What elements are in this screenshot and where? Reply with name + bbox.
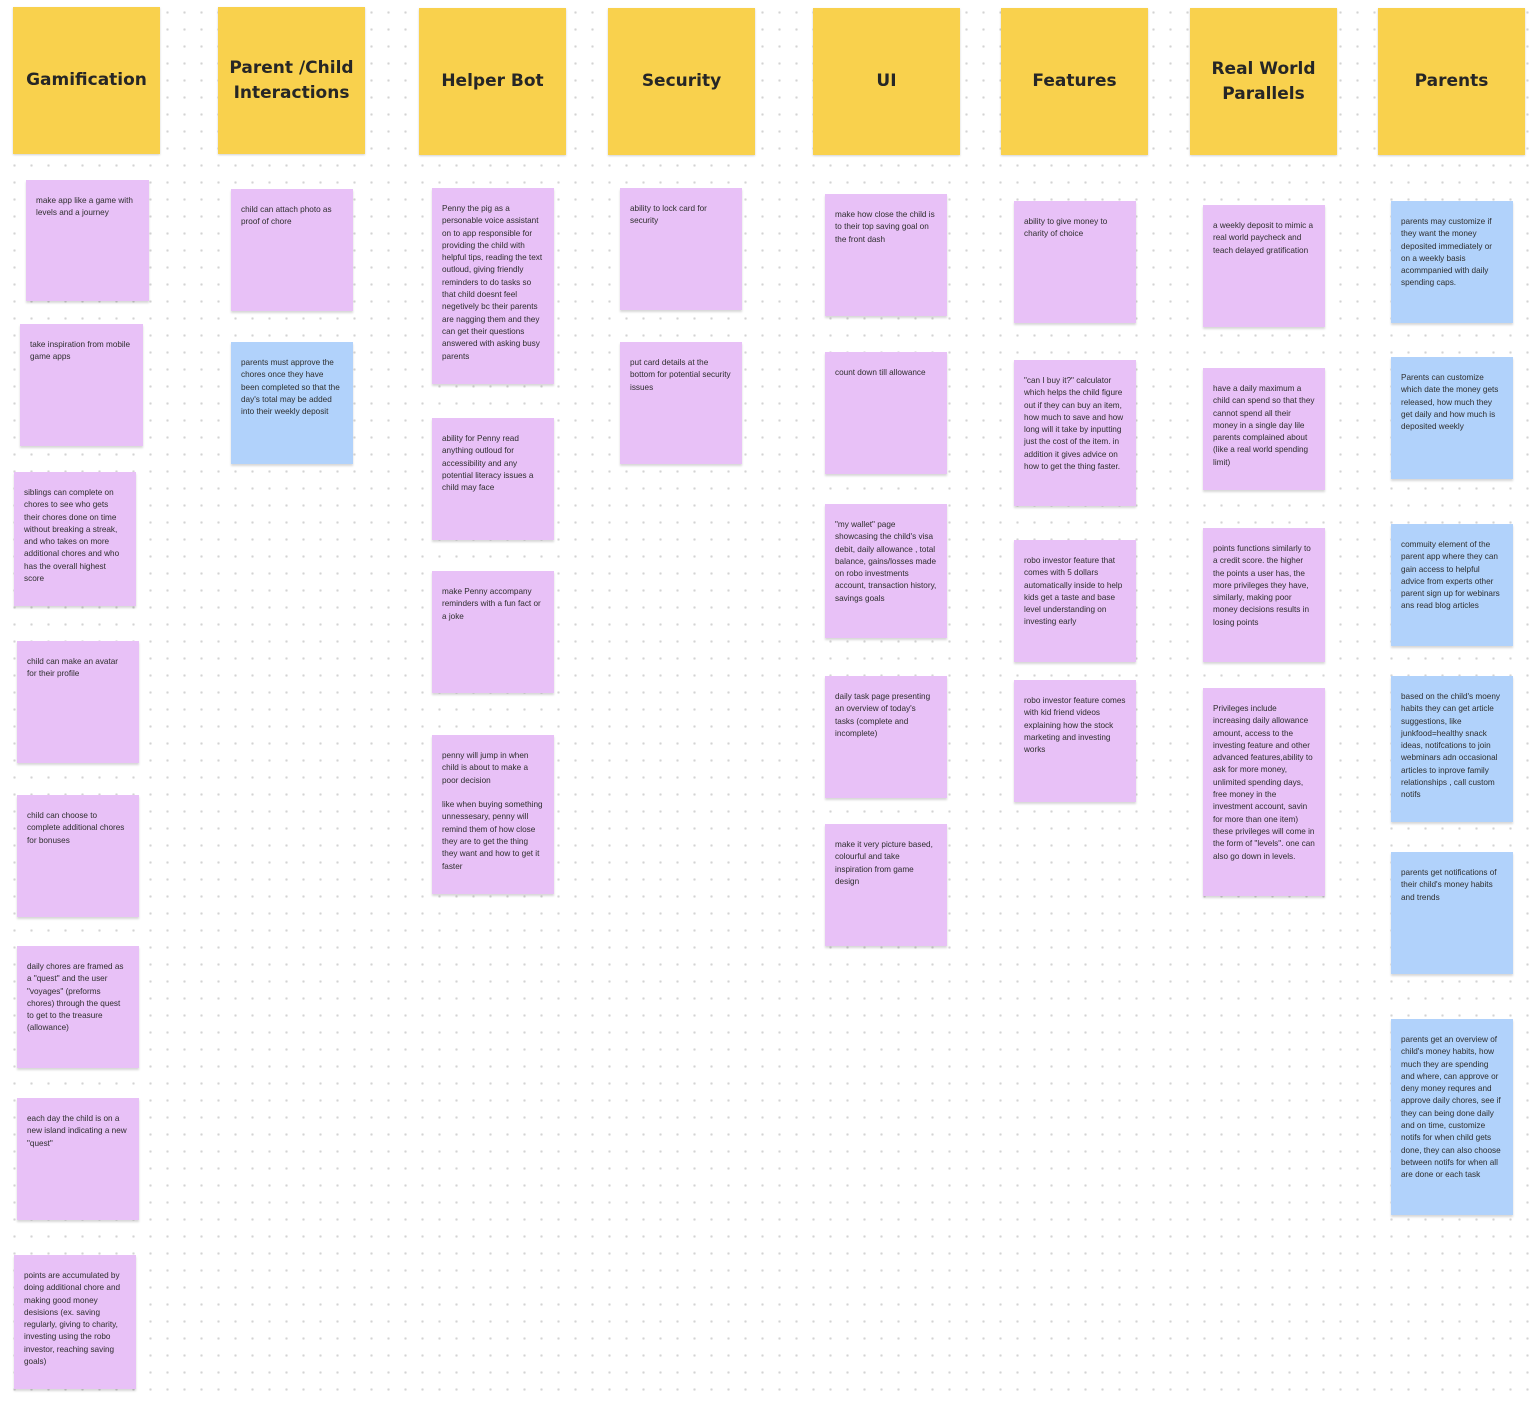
header-gamification[interactable]: Gamification (13, 7, 160, 154)
header-features[interactable]: Features (1001, 8, 1148, 155)
sticky-note[interactable]: count down till allowance (825, 352, 947, 474)
sticky-note[interactable]: make it very picture based, colourful an… (825, 824, 947, 946)
sticky-note[interactable]: parents may customize if they want the m… (1391, 201, 1513, 323)
sticky-note[interactable]: child can make an avatar for their profi… (17, 641, 139, 763)
sticky-note[interactable]: points functions similarly to a credit s… (1203, 528, 1325, 662)
sticky-note[interactable]: based on the child's moeny habits they c… (1391, 676, 1513, 822)
sticky-note[interactable]: a weekly deposit to mimic a real world p… (1203, 205, 1325, 327)
sticky-note[interactable]: ability to lock card for security (620, 188, 742, 310)
sticky-note[interactable]: daily chores are framed as a "quest" and… (17, 946, 139, 1068)
sticky-note[interactable]: make Penny accompany reminders with a fu… (432, 571, 554, 693)
sticky-note[interactable]: robo investor feature that comes with 5 … (1014, 540, 1136, 662)
header-parent-child-interactions[interactable]: Parent /Child Interactions (218, 7, 365, 154)
sticky-note[interactable]: parents get an overview of child's money… (1391, 1019, 1513, 1215)
header-ui[interactable]: UI (813, 8, 960, 155)
sticky-note[interactable]: daily task page presenting an overview o… (825, 676, 947, 798)
sticky-note[interactable]: take inspiration from mobile game apps (20, 324, 143, 446)
sticky-note[interactable]: penny will jump in when child is about t… (432, 735, 554, 894)
sticky-note[interactable]: have a daily maximum a child can spend s… (1203, 368, 1325, 490)
sticky-note[interactable]: "my wallet" page showcasing the child's … (825, 504, 947, 638)
sticky-note[interactable]: Parents can customize which date the mon… (1391, 357, 1513, 479)
sticky-note[interactable]: points are accumulated by doing addition… (14, 1255, 136, 1389)
sticky-note[interactable]: commuity element of the parent app where… (1391, 524, 1513, 646)
sticky-note[interactable]: ability to give money to charity of choi… (1014, 201, 1136, 323)
sticky-note[interactable]: make how close the child is to their top… (825, 194, 947, 316)
header-real-world-parallels[interactable]: Real World Parallels (1190, 8, 1337, 155)
sticky-note[interactable]: ability for Penny read anything outloud … (432, 418, 554, 540)
sticky-note[interactable]: each day the child is on a new island in… (17, 1098, 139, 1220)
sticky-note[interactable]: put card details at the bottom for poten… (620, 342, 742, 464)
sticky-note[interactable]: parents get notifications of their child… (1391, 852, 1513, 974)
sticky-note[interactable]: Penny the pig as a personable voice assi… (432, 188, 554, 384)
header-helper-bot[interactable]: Helper Bot (419, 8, 566, 155)
sticky-note[interactable]: Privileges include increasing daily allo… (1203, 688, 1325, 896)
sticky-note[interactable]: child can attach photo as proof of chore (231, 189, 353, 311)
sticky-note[interactable]: robo investor feature comes with kid fri… (1014, 680, 1136, 802)
sticky-note[interactable]: make app like a game with levels and a j… (26, 180, 149, 301)
sticky-note[interactable]: "can I buy it?" calculator which helps t… (1014, 360, 1136, 506)
sticky-note[interactable]: siblings can complete on chores to see w… (14, 472, 136, 606)
sticky-note[interactable]: child can choose to complete additional … (17, 795, 139, 917)
header-security[interactable]: Security (608, 8, 755, 155)
header-parents[interactable]: Parents (1378, 8, 1525, 155)
sticky-note[interactable]: parents must approve the chores once the… (231, 342, 353, 464)
